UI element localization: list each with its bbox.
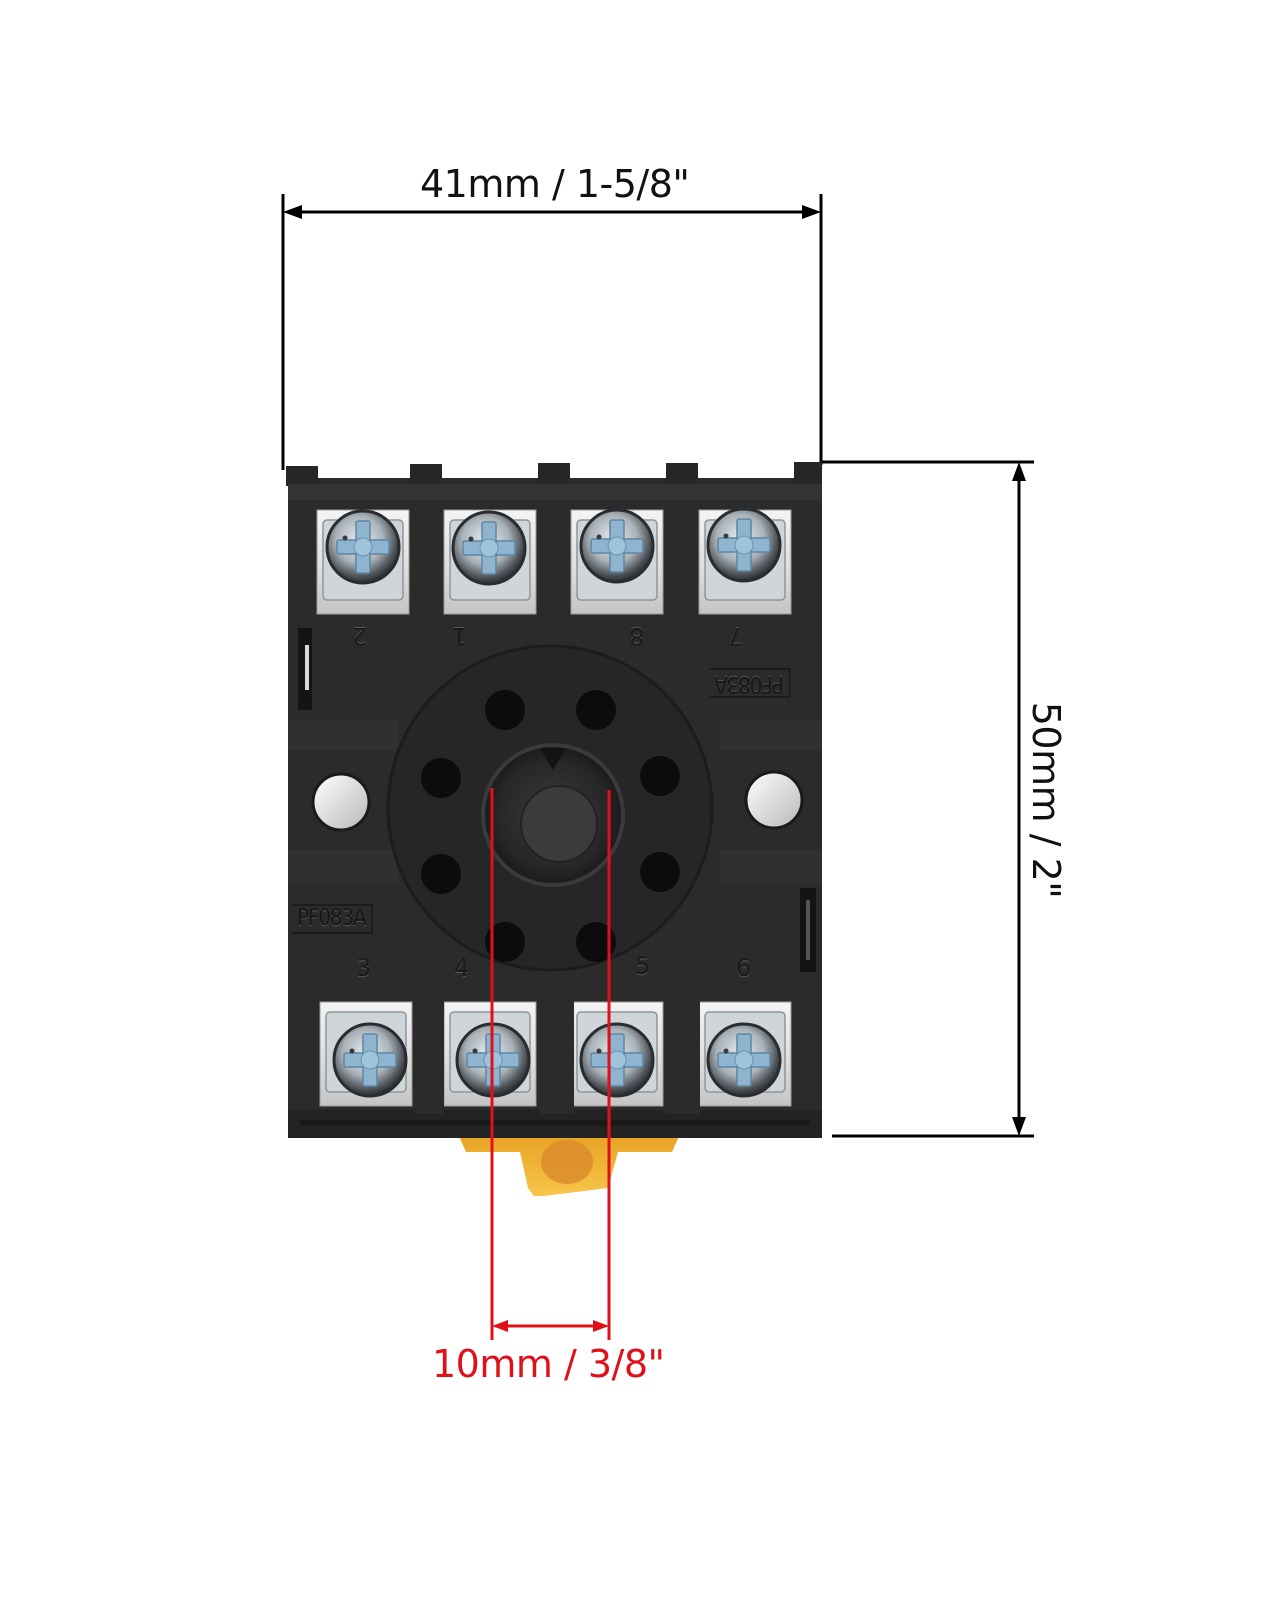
terminal-number-2: 2 xyxy=(352,622,368,650)
terminal-number-3: 3 xyxy=(356,954,372,982)
bottom-terminals xyxy=(319,1000,792,1114)
terminal-number-4: 4 xyxy=(454,954,470,982)
pin-spacing-dimension-label: 10mm / 3/8" xyxy=(432,1342,665,1386)
pin-spacing-dimension xyxy=(490,788,611,1340)
model-marking-top: PF083A xyxy=(710,668,791,698)
model-marking-bottom: PF083A xyxy=(292,904,373,934)
terminal-number-5: 5 xyxy=(635,952,651,980)
height-dimension xyxy=(821,460,1034,1138)
terminal-number-7: 7 xyxy=(728,622,744,650)
width-dimension xyxy=(281,194,823,470)
terminal-number-8: 8 xyxy=(629,622,645,650)
top-terminals xyxy=(316,500,792,618)
height-dimension-label: 50mm / 2" xyxy=(1024,701,1068,899)
terminal-number-1: 1 xyxy=(452,622,468,650)
width-dimension-label: 41mm / 1-5/8" xyxy=(420,162,690,206)
terminal-number-6: 6 xyxy=(736,954,752,982)
